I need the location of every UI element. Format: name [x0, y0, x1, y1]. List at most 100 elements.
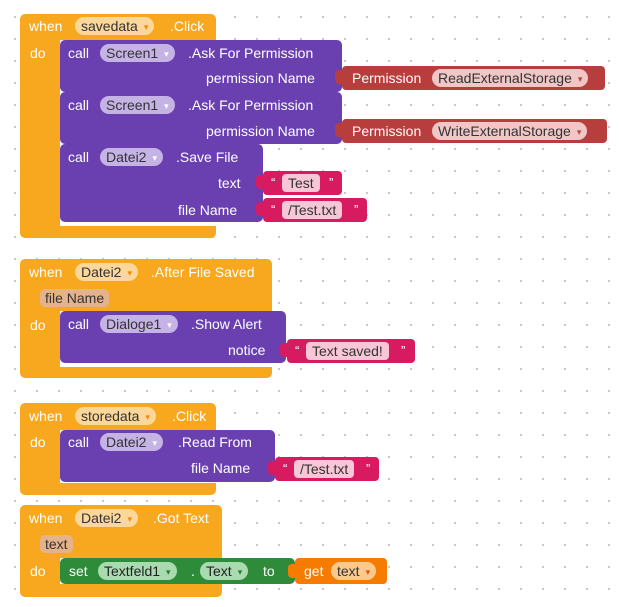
component-dropdown[interactable]: Datei2▾: [100, 433, 163, 451]
call-label: call: [68, 434, 90, 450]
permission-dropdown[interactable]: WriteExternalStorage ▾: [432, 122, 588, 140]
component-dropdown[interactable]: Screen1▾: [100, 96, 175, 114]
event-block-storedata-click[interactable]: when storedata▾ .Click do call Datei2▾ .…: [0, 400, 619, 500]
event-body: [20, 430, 60, 483]
method-call-block[interactable]: call Dialoge1▾ .Show Alert notice: [60, 311, 286, 363]
event-block-after-file-saved[interactable]: when Datei2▾ .After File Saved file Name…: [0, 255, 619, 385]
component-dropdown[interactable]: storedata ▾: [75, 407, 156, 425]
component-name: Screen1: [106, 97, 159, 113]
permission-block[interactable]: Permission WriteExternalStorage ▾: [342, 119, 607, 143]
dropdown-arrow-icon: ▾: [143, 22, 149, 32]
string-value-field[interactable]: /Test.txt: [294, 460, 355, 478]
text-string-block[interactable]: “ Test ”: [263, 171, 342, 195]
socket-connector: [256, 175, 264, 189]
filename-string-block[interactable]: “ /Test.txt ”: [263, 198, 367, 222]
get-variable-block[interactable]: get text ▾: [295, 558, 387, 584]
event-body: [20, 558, 60, 584]
set-label: set: [69, 563, 88, 579]
do-label: do: [30, 317, 46, 333]
setter-block[interactable]: set Textfeld1▾ . Text▾ to: [60, 558, 295, 584]
filename-string-block[interactable]: “ /Test.txt ”: [275, 457, 379, 481]
close-quote: ”: [401, 343, 406, 358]
do-label: do: [30, 563, 46, 579]
close-quote: ”: [354, 202, 359, 217]
socket-connector: [280, 343, 288, 357]
string-value-field[interactable]: Text saved!: [306, 342, 389, 360]
event-block-savedata-click[interactable]: when savedata▾ .Click do call Screen1▾ .…: [0, 0, 619, 245]
component-name: Datei2: [81, 264, 122, 280]
when-label: when: [29, 510, 63, 526]
component-name: Datei2: [81, 510, 122, 526]
event-footer: [20, 367, 272, 378]
string-value-field[interactable]: Test: [282, 174, 320, 192]
dropdown-arrow-icon: ▾: [365, 567, 371, 577]
call-label: call: [68, 97, 90, 113]
component-name: Dialoge1: [106, 316, 162, 332]
method-call-block[interactable]: call Screen1▾ .Ask For Permission permis…: [60, 40, 342, 92]
component-dropdown[interactable]: savedata ▾: [75, 17, 155, 35]
component-name: Textfeld1: [104, 563, 161, 579]
component-name: Screen1: [106, 45, 159, 61]
method-name: .Show Alert: [191, 316, 262, 332]
dropdown-arrow-icon: ▾: [576, 127, 582, 137]
dropdown-arrow-icon: ▾: [237, 567, 243, 577]
permission-block[interactable]: Permission ReadExternalStorage▾: [342, 66, 605, 90]
dropdown-arrow-icon: ▾: [127, 514, 132, 524]
component-dropdown[interactable]: Dialoge1 ▾: [100, 315, 178, 333]
method-name: .Ask For Permission: [188, 45, 314, 61]
component-dropdown[interactable]: Datei2 ▾: [75, 263, 138, 281]
property-name: Text: [206, 563, 232, 579]
permission-dropdown[interactable]: ReadExternalStorage▾: [432, 69, 589, 87]
permission-label: Permission: [352, 123, 422, 139]
socket-connector: [335, 70, 343, 84]
open-quote: “: [271, 202, 276, 217]
when-label: when: [29, 264, 63, 280]
call-label: call: [68, 149, 90, 165]
method-call-block[interactable]: call Datei2▾ .Save File text file Name: [60, 144, 263, 222]
do-label: do: [30, 434, 46, 450]
component-name: Datei2: [106, 434, 147, 450]
do-label: do: [30, 45, 46, 61]
socket-connector: [288, 564, 296, 578]
close-quote: ”: [366, 461, 371, 476]
event-body: [20, 311, 60, 367]
notice-string-block[interactable]: “ Text saved! ”: [287, 339, 415, 363]
notice-param-label: notice: [228, 342, 266, 358]
dropdown-arrow-icon: ▾: [166, 567, 171, 577]
dropdown-arrow-icon: ▾: [167, 320, 172, 330]
variable-dropdown[interactable]: text ▾: [331, 562, 377, 580]
text-param-label: text: [218, 175, 241, 191]
variable-name: text: [337, 563, 360, 579]
permission-label: Permission: [352, 70, 422, 86]
param-label: permission Name: [206, 70, 315, 86]
event-name: .Click: [172, 408, 207, 424]
event-parameter[interactable]: text: [40, 535, 73, 553]
event-name: .Click: [170, 18, 205, 34]
get-label: get: [304, 563, 324, 579]
string-value-field[interactable]: /Test.txt: [282, 201, 343, 219]
open-quote: “: [271, 175, 276, 190]
event-footer: [20, 483, 216, 495]
param-label: permission Name: [206, 123, 315, 139]
event-parameter[interactable]: file Name: [40, 289, 110, 307]
open-quote: “: [295, 343, 300, 358]
dropdown-arrow-icon: ▾: [145, 412, 150, 422]
component-dropdown[interactable]: Datei2▾: [100, 148, 163, 166]
component-dropdown[interactable]: Datei2 ▾: [75, 509, 138, 527]
component-dropdown[interactable]: Textfeld1 ▾: [98, 562, 177, 580]
method-call-block[interactable]: call Screen1▾ .Ask For Permission permis…: [60, 92, 342, 144]
when-label: when: [29, 18, 63, 34]
property-dropdown[interactable]: Text ▾: [200, 562, 249, 580]
dropdown-arrow-icon: ▾: [127, 268, 132, 278]
event-footer: [20, 226, 216, 238]
filename-param-label: file Name: [191, 460, 251, 476]
event-name: .Got Text: [153, 510, 209, 526]
component-name: storedata: [81, 408, 140, 424]
method-name: .Save File: [176, 149, 239, 165]
component-dropdown[interactable]: Screen1 ▾: [100, 44, 175, 62]
event-block-got-text[interactable]: when Datei2 ▾ .Got Text text do set Textf…: [0, 500, 619, 607]
method-call-block[interactable]: call Datei2▾ .Read From file Name: [60, 430, 275, 482]
component-name: savedata: [81, 18, 138, 34]
dropdown-arrow-icon: ▾: [164, 49, 169, 59]
permission-value: WriteExternalStorage: [438, 123, 571, 139]
